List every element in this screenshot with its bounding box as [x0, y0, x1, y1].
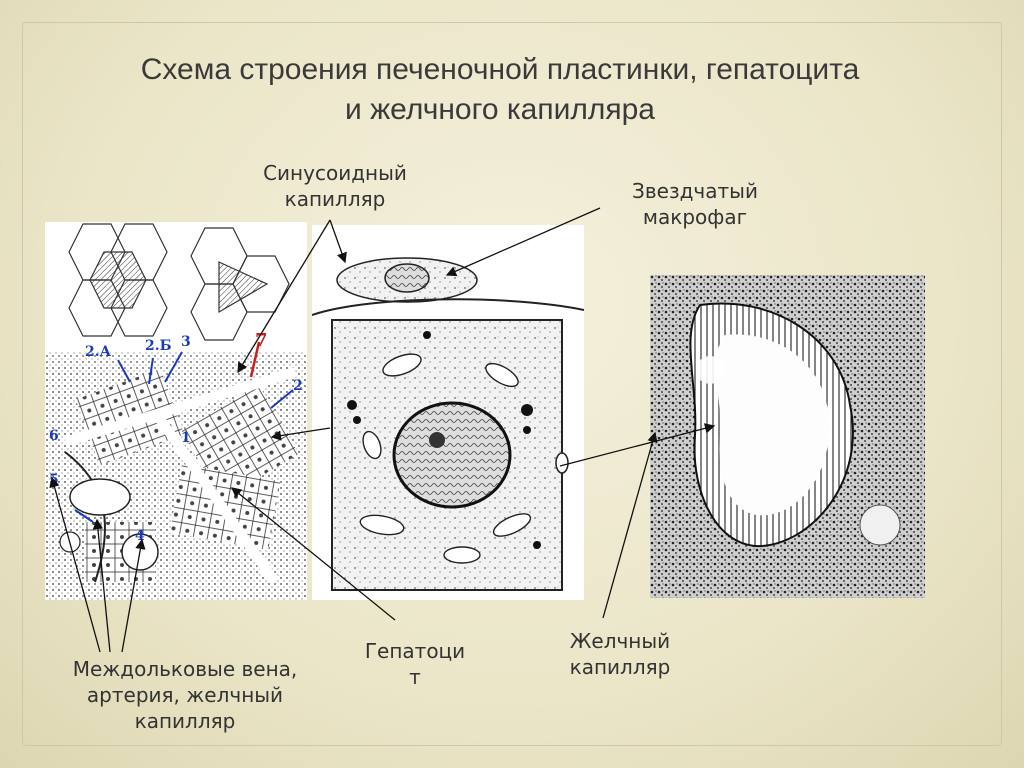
- number-4: 4: [135, 528, 145, 544]
- bile-capillary-drawing: [650, 275, 925, 598]
- lobule-diagram: 2.А 2.Б 3 2 6 1 5 4 7: [45, 222, 307, 600]
- bile-canaliculus-section: [556, 453, 568, 473]
- title-line-1: Схема строения печеночной пластинки, геп…: [40, 50, 960, 90]
- label-interlobular-vessels: Междольковые вена, артерия, желчный капи…: [55, 656, 315, 734]
- label-stellate-macrophage: Звездчатый макрофаг: [610, 178, 780, 230]
- nucleolus: [429, 432, 445, 448]
- hepatocyte-drawing: [312, 225, 584, 600]
- title-line-2: и желчного капилляра: [40, 90, 960, 130]
- label-hepatocyte: Гепатоци т: [355, 638, 475, 690]
- number-5: 5: [49, 472, 59, 488]
- interlobular-bile-duct: [60, 532, 80, 552]
- number-6: 6: [49, 428, 59, 444]
- interlobular-vein: [70, 479, 130, 515]
- bile-capillary-micrograph: [650, 275, 925, 598]
- label-sinusoid-capillary: Синусоидный капилляр: [250, 160, 420, 212]
- label-bile-capillary: Желчный капилляр: [555, 628, 685, 680]
- hepatocyte-nucleus: [394, 403, 510, 507]
- hexagon-lobules-left: [69, 224, 167, 336]
- number-1: 1: [181, 430, 191, 446]
- hepatocyte-diagram: [312, 225, 584, 600]
- slide-title: Схема строения печеночной пластинки, геп…: [40, 50, 960, 130]
- number-2: 2: [293, 378, 303, 394]
- number-2a: 2.А: [85, 344, 112, 360]
- number-7: 7: [255, 330, 268, 351]
- hexagon-lobules-right: [191, 228, 289, 340]
- lobule-diagram-drawing: 2.А 2.Б 3 2 6 1 5 4 7: [45, 222, 307, 600]
- number-3: 3: [181, 334, 191, 350]
- number-2b: 2.Б: [145, 338, 172, 354]
